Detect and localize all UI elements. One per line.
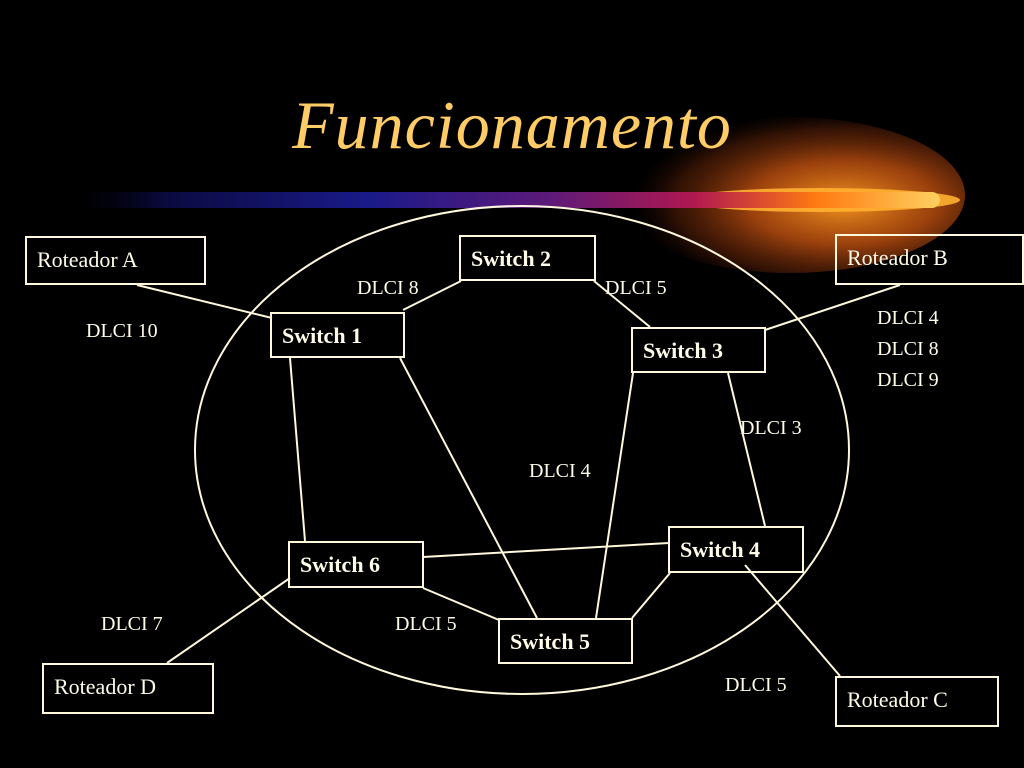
dlci-label-roteador-c: DLCI 5: [725, 674, 787, 696]
roteador-d-node: Roteador D: [42, 663, 214, 714]
dlci-label-roteador-b-3: DLCI 9: [877, 369, 939, 391]
link-switch-3-switch-5: [595, 372, 634, 619]
link-switch-1-switch-2: [402, 280, 462, 311]
dlci-label-switch-1-switch-2: DLCI 8: [357, 277, 419, 299]
slide-title: Funcionamento: [292, 87, 732, 163]
frame-relay-cloud: [194, 205, 850, 695]
switch-4-node: Switch 4: [668, 526, 804, 573]
roteador-b-node: Roteador B: [835, 234, 1024, 285]
roteador-a-node: Roteador A: [25, 236, 206, 285]
dlci-label-roteador-a: DLCI 10: [86, 320, 158, 342]
switch-5-node: Switch 5: [498, 618, 633, 664]
link-roteador-a-switch-1: [136, 284, 273, 319]
switch-2-node: Switch 2: [459, 235, 596, 281]
link-switch-6-switch-5: [422, 587, 500, 621]
link-switch-1-switch-6: [289, 357, 306, 542]
link-roteador-b-switch-3: [764, 284, 901, 331]
link-switch-4-roteador-c: [744, 564, 841, 677]
switch-3-node: Switch 3: [631, 327, 766, 373]
dlci-label-center: DLCI 4: [529, 460, 591, 482]
link-switch-1-switch-5: [399, 357, 538, 619]
dlci-label-roteador-b-2: DLCI 8: [877, 338, 939, 360]
dlci-label-switch-3-switch-4: DLCI 3: [740, 417, 802, 439]
switch-1-node: Switch 1: [270, 312, 405, 358]
link-switch-3-switch-4: [727, 372, 766, 527]
link-switch-4-switch-5: [631, 572, 671, 619]
dlci-label-switch-2-switch-3: DLCI 5: [605, 277, 667, 299]
roteador-c-node: Roteador C: [835, 676, 999, 727]
dlci-label-switch-6-switch-5: DLCI 5: [395, 613, 457, 635]
dlci-label-roteador-b-1: DLCI 4: [877, 307, 939, 329]
link-roteador-d-switch-6: [166, 577, 291, 664]
switch-6-node: Switch 6: [288, 541, 424, 588]
link-switch-6-switch-4: [422, 542, 670, 558]
dlci-label-roteador-d: DLCI 7: [101, 613, 163, 635]
link-switch-2-switch-3: [593, 280, 651, 328]
